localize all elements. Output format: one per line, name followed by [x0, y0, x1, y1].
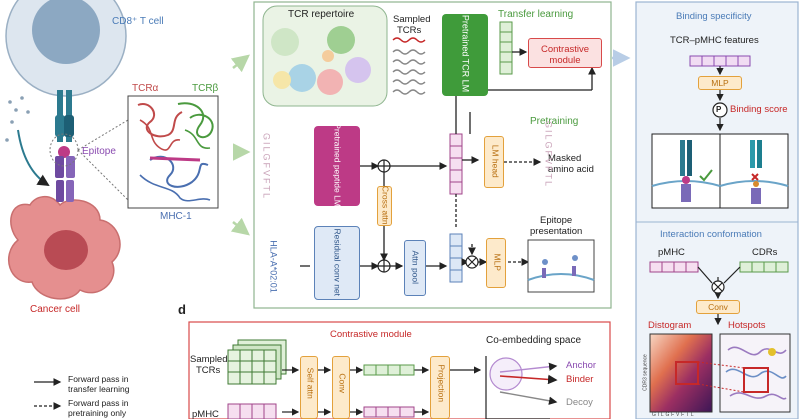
structure-image	[127, 95, 219, 209]
presentation-mlp-block: MLP	[486, 238, 506, 288]
sampled-tcrs-bottom-1: Sampled	[190, 354, 228, 365]
binding-mlp-label: MLP	[711, 78, 729, 88]
decoy-label: Decoy	[566, 397, 593, 408]
binding-score-label: Binding score	[730, 104, 788, 115]
binding-score-node	[712, 102, 728, 118]
distogram-y-axis: CDR3 sequence	[642, 354, 649, 391]
masked-amino-acid-label-2: amino acid	[548, 164, 594, 175]
self-attn-block: Self attn	[300, 356, 318, 419]
tcrb-label: TCRβ	[192, 83, 219, 94]
pretrained-peptide-lm-block: Pretrained peptide LM	[314, 123, 360, 207]
conv-bottom-label: Conv	[337, 373, 348, 394]
cancer-cell-label: Cancer cell	[30, 304, 81, 315]
presentation-illustration	[527, 239, 595, 293]
tcr-repertoire-title: TCR repertoire	[288, 9, 355, 20]
tcr-pmhc-feature-vector	[689, 55, 751, 67]
contrastive-connectors	[282, 366, 482, 416]
pretrained-tcr-lm-label: Pretrained TCR LM	[460, 14, 471, 93]
interaction-conformation-title: Interaction conformation	[660, 229, 762, 240]
tcr-pmhc-features-label: TCR–pMHC features	[670, 35, 759, 46]
binding-specificity-title: Binding specificity	[676, 11, 752, 22]
lm-head-block: LM head	[484, 136, 504, 188]
legend-solid-text-1: Forward pass in	[68, 374, 129, 384]
masked-amino-acid-label-1: Masked	[548, 153, 582, 164]
sampled-tcrs-label-1: Sampled	[393, 14, 431, 25]
panel-letter-d: d	[178, 302, 186, 317]
pretrained-tcr-lm-block: Pretrained TCR LM	[442, 14, 488, 96]
pmhc-cdr-vectors	[649, 261, 789, 284]
contrastive-module-block: Contrastive module	[528, 38, 602, 68]
pmhc-bottom-label: pMHC	[192, 409, 219, 419]
legend-dashed-text-1: Forward pass in	[68, 398, 129, 408]
contrastive-module-title: Contrastive module	[330, 329, 412, 340]
distogram-heatmap	[649, 333, 713, 413]
conv-label: Conv	[708, 302, 728, 312]
binding-mlp-block: MLP	[698, 76, 742, 90]
presentation-mlp-label: MLP	[492, 253, 503, 271]
conv-bottom-block: Conv	[332, 356, 350, 419]
cross-attn-block: Cross attn	[377, 186, 392, 226]
tcra-label: TCRα	[132, 83, 159, 94]
cross-attn-label: Cross attn	[380, 185, 391, 225]
attn-pool-block: Attn pool	[404, 240, 426, 296]
cancer-cell-drawing	[7, 180, 121, 300]
contrastive-label-1: Contrastive	[540, 44, 590, 55]
sampled-tcr-grids	[227, 339, 287, 419]
binding-illustration	[651, 133, 789, 209]
anchor-label: Anchor	[566, 360, 597, 371]
pmhc-embedding-vector	[449, 133, 463, 195]
sampled-tcrs-label-2: TCRs	[397, 25, 422, 36]
hotspots-structure	[697, 333, 791, 413]
attn-pool-label: Attn pool	[410, 250, 421, 285]
sum-nodes	[377, 159, 479, 273]
tcr-embedding-vector	[499, 21, 513, 75]
mhc-label: MHC-1	[160, 211, 192, 222]
hla-embedding-vector	[449, 233, 463, 283]
cdrs-vector-label: CDRs	[752, 247, 778, 258]
transfer-learning-title: Transfer learning	[498, 9, 574, 20]
output-peptide-sequence: GILGFVFTL	[543, 120, 554, 188]
projection-block: Projection	[430, 356, 450, 419]
pretrained-peptide-lm-label: Pretrained peptide LM	[332, 123, 343, 207]
arrow-to-tcr	[230, 54, 250, 73]
sampled-tcr-waves	[392, 37, 426, 95]
coembedding-plot	[485, 356, 558, 419]
residual-conv-net-label: Residual conv net	[332, 228, 343, 297]
self-attn-label: Self attn	[305, 367, 316, 399]
hotspots-label: Hotspots	[728, 320, 766, 331]
conv-block: Conv	[696, 300, 740, 314]
dashed-connectors	[455, 158, 542, 266]
distogram-label: Distogram	[648, 320, 692, 331]
embedding-strips	[363, 364, 415, 418]
binder-label: Binder	[566, 374, 594, 385]
pretraining-title: Pretraining	[530, 116, 579, 127]
p-symbol: P	[716, 105, 722, 114]
peptide-sequence: GILGFVFTL	[261, 132, 272, 200]
projection-label: Projection	[436, 364, 447, 403]
contrastive-label-2: module	[549, 55, 581, 66]
legend-dashed-text-2: pretraining only	[68, 408, 127, 418]
pmhc-vector-label: pMHC	[658, 247, 685, 258]
legend-solid-text-2: transfer learning	[68, 384, 130, 394]
residual-conv-net-block: Residual conv net	[314, 226, 360, 300]
epitope-presentation-label-2: presentation	[530, 226, 583, 237]
hla-allele: HLA-A*02:01	[268, 240, 279, 293]
t-cell-label: CD8⁺ T cell	[112, 16, 164, 27]
arrow-to-hla	[230, 217, 250, 236]
coembedding-title: Co-embedding space	[486, 335, 582, 346]
lm-head-label: LM head	[490, 144, 501, 178]
t-cell-drawing	[5, 0, 129, 201]
epitope-label: Epitope	[82, 146, 116, 157]
sampled-tcrs-bottom-2: TCRs	[196, 365, 221, 376]
distogram-x-axis: GILGFVFTL	[652, 412, 696, 418]
epitope-presentation-label-1: Epitope	[540, 215, 573, 226]
